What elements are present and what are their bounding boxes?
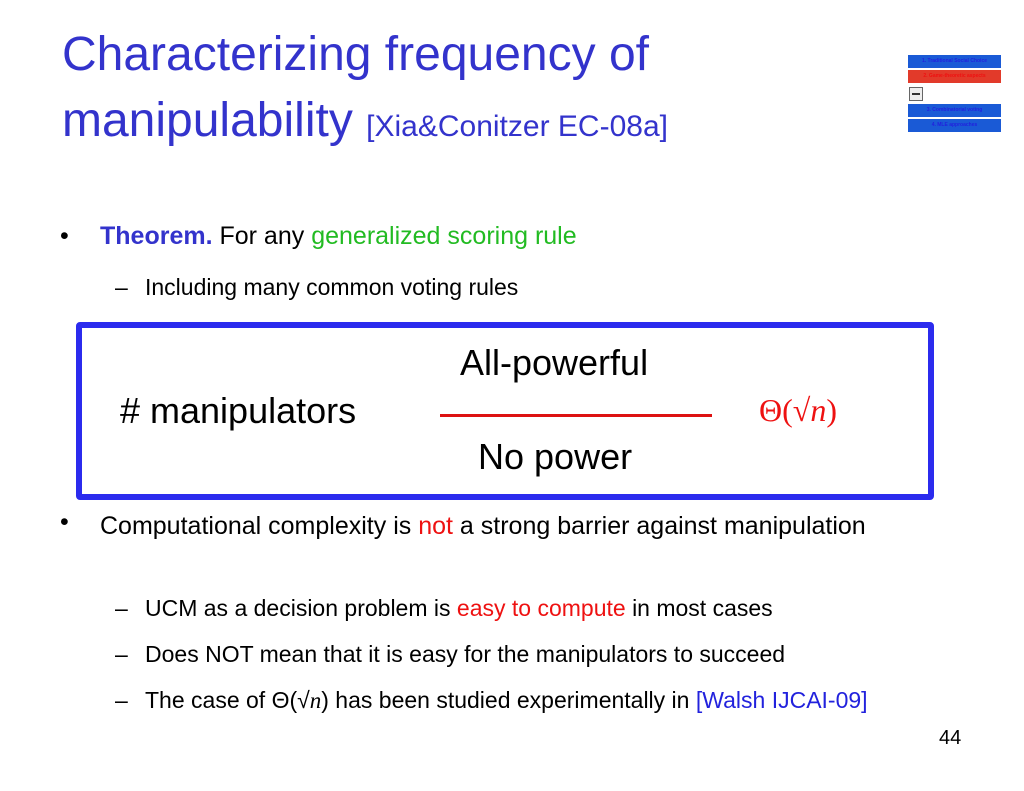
sub-bullet-marker: –	[115, 641, 128, 667]
formula-box: # manipulators All-powerful No power Θ(√…	[76, 322, 934, 500]
formula-result-var: n	[810, 392, 827, 428]
slide-title: Characterizing frequency of manipulabilit…	[62, 22, 882, 160]
formula-numerator: All-powerful	[460, 342, 649, 383]
sub-bullet-marker: –	[115, 687, 128, 713]
formula-denominator: No power	[478, 436, 633, 477]
nav-item-mle-approaches[interactable]: 4. MLE approaches	[908, 119, 1001, 132]
page-number: 44	[939, 727, 962, 749]
formula-left: # manipulators	[120, 390, 357, 431]
bullet-text: Computational complexity is not a strong…	[100, 508, 880, 544]
title-line-2: manipulability	[62, 94, 353, 147]
sub-bullet-marker: –	[115, 595, 128, 621]
walsh-before: The case of Θ(√	[145, 687, 310, 713]
sub-bullet-text: Including many common voting rules	[145, 274, 519, 300]
nav-item-game-theoretic-aspects[interactable]: 2. Game-theoretic aspects	[908, 70, 1001, 83]
nav-thumbnail	[908, 85, 1001, 102]
formula-result-suffix: )	[826, 392, 837, 428]
walsh-citation: [Walsh IJCAI-09]	[695, 687, 868, 713]
sub-bullet-marker: –	[115, 274, 128, 300]
theorem-highlight: generalized scoring rule	[311, 222, 577, 250]
formula-result-prefix: Θ(√	[759, 392, 811, 428]
title-line-1: Characterizing frequency of	[62, 28, 649, 81]
theorem-label: Theorem.	[100, 222, 213, 250]
fraction-line	[440, 414, 712, 417]
complexity-text-after: a strong barrier against manipulation	[459, 512, 866, 540]
sub-bullet-text: Does NOT mean that it is easy for the ma…	[145, 641, 786, 667]
bullet-marker: •	[60, 222, 69, 250]
formula-result: Θ(√n)	[759, 392, 837, 429]
ucm-after: in most cases	[632, 595, 773, 621]
theorem-text: For any	[219, 222, 305, 250]
ucm-highlight: easy to compute	[456, 595, 626, 621]
nav-item-combinatorial-voting[interactable]: 3. Combinatorial voting	[908, 104, 1001, 117]
walsh-after: ) has been studied experimentally in	[321, 687, 690, 713]
slide-thumbnail-icon	[909, 87, 923, 101]
walsh-var: n	[309, 688, 322, 713]
complexity-highlight: not	[418, 512, 453, 540]
sub-bullet-text: The case of Θ(√n) has been studied exper…	[145, 684, 925, 717]
bullet-marker: •	[60, 508, 69, 536]
section-navigation: 1. Traditional Social Choice 2. Game-the…	[908, 55, 1001, 134]
nav-item-traditional-social-choice[interactable]: 1. Traditional Social Choice	[908, 55, 1001, 68]
bullet-text: Theorem. For any generalized scoring rul…	[100, 222, 577, 251]
complexity-text-before: Computational complexity is	[100, 512, 412, 540]
title-citation: [Xia&Conitzer EC-08a]	[366, 110, 668, 143]
ucm-before: UCM as a decision problem is	[145, 595, 451, 621]
sub-bullet-text: UCM as a decision problem is easy to com…	[145, 592, 773, 624]
